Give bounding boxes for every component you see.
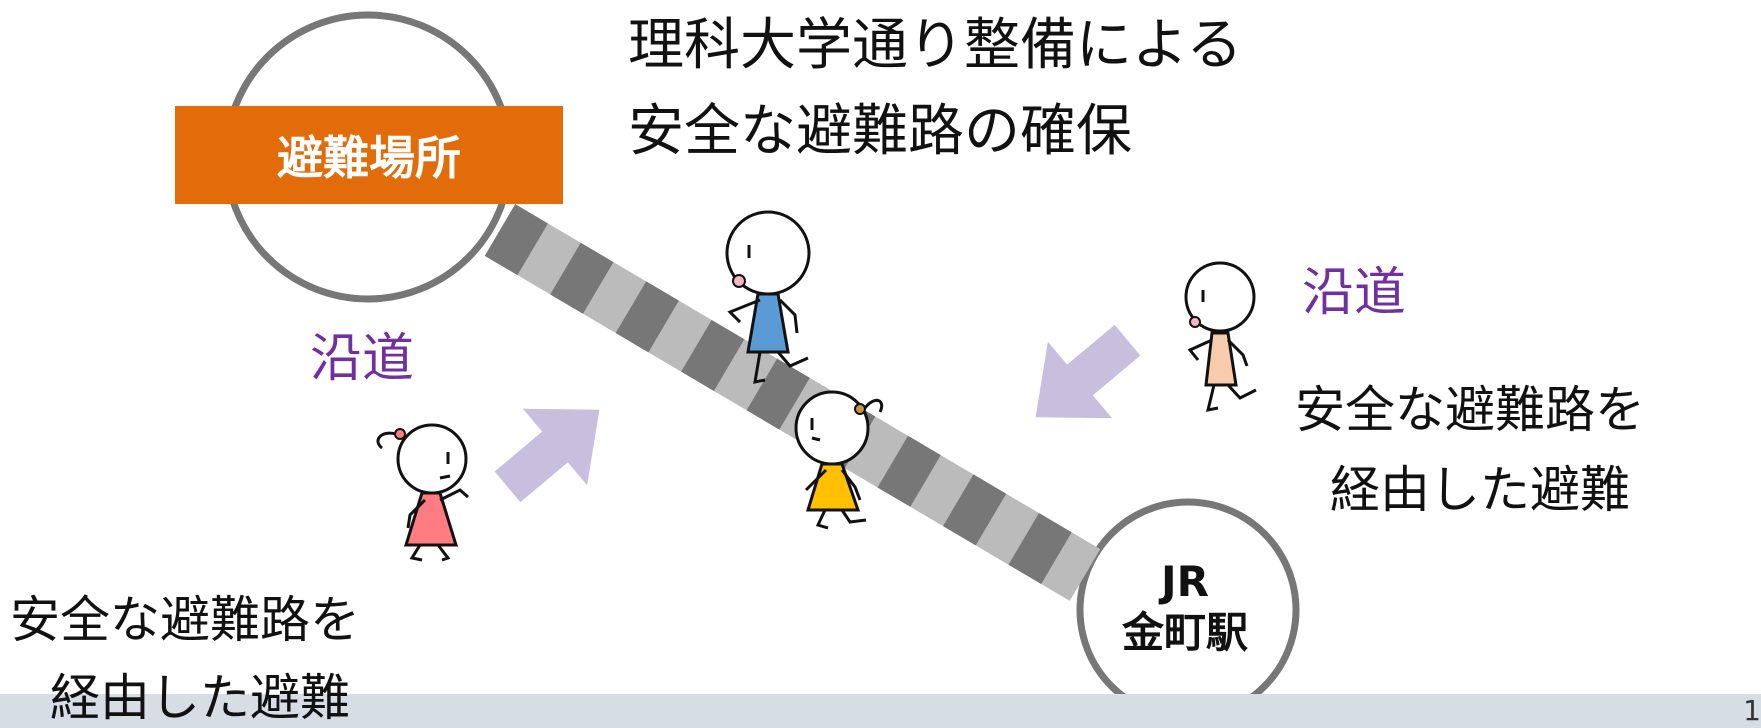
right-route-line1: 安全な避難路を	[1295, 381, 1645, 439]
shelter-label-box: 避難場所	[175, 106, 563, 204]
headline-line2: 安全な避難路の確保	[628, 99, 1132, 164]
headline-line1: 理科大学通り整備による	[628, 13, 1243, 78]
station-label: JR 金町駅	[1085, 556, 1285, 658]
figure-child-yellow	[794, 390, 884, 530]
station-label-line2: 金町駅	[1121, 608, 1248, 658]
figure-child-peach	[1184, 261, 1257, 412]
footer-band	[0, 694, 1761, 728]
arrow-right-side	[1035, 324, 1141, 419]
page-number: 1	[1743, 694, 1761, 727]
shelter-label: 避難場所	[277, 131, 461, 185]
left-route-line1: 安全な避難路を	[10, 591, 360, 649]
arrow-left-side	[494, 408, 600, 503]
station-label-line1: JR	[1161, 557, 1209, 606]
right-route-line2: 経由した避難	[1330, 461, 1630, 519]
left-roadside-label: 沿道	[310, 329, 415, 389]
figure-child-blue	[725, 210, 811, 384]
left-route-line2: 経由した避難	[50, 669, 350, 727]
evacuation-road	[484, 204, 1101, 601]
right-roadside-label: 沿道	[1302, 263, 1407, 323]
figure-child-pink	[376, 423, 469, 562]
